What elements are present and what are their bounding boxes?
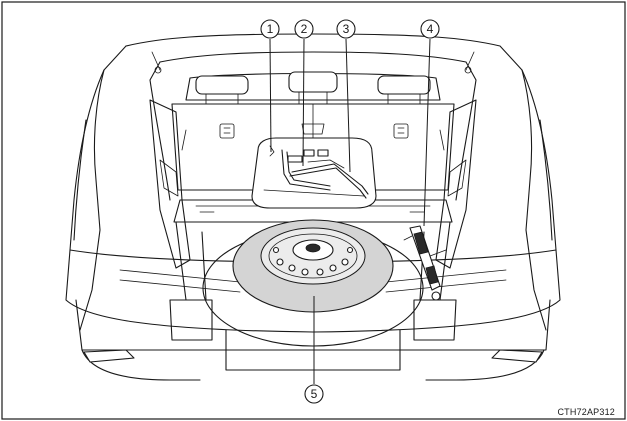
callout-5-label: 5 [311, 387, 318, 401]
callout-4: 4 [420, 19, 440, 227]
callout-1: 1 [260, 19, 280, 153]
callout-2-label: 2 [301, 22, 308, 36]
tool-tray [251, 137, 377, 209]
figure-code: CTH72AP312 [557, 407, 615, 417]
callout-3-label: 3 [343, 22, 350, 36]
callout-3: 3 [336, 19, 356, 173]
callout-4-label: 4 [427, 22, 434, 36]
jack [403, 225, 447, 301]
callout-5: 5 [304, 296, 324, 404]
spare-tire [202, 219, 424, 347]
callout-2: 2 [294, 19, 314, 167]
callout-1-label: 1 [267, 22, 274, 36]
